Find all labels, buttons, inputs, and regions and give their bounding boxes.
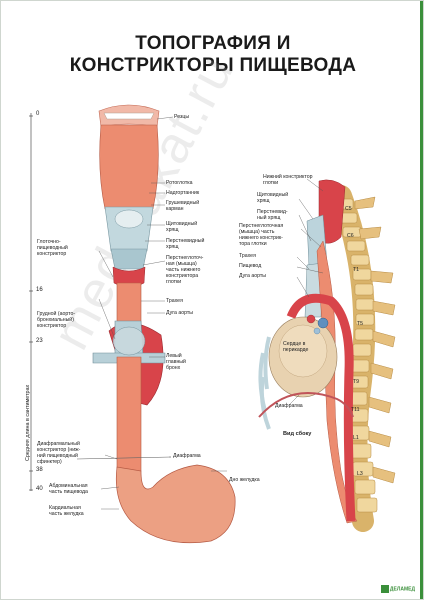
logo-mark-icon (380, 585, 389, 593)
side-view-caption: Вид сбоку (283, 431, 312, 437)
scale-ticks (29, 115, 33, 491)
side-label-cricoid: Перстневид-ный хрящ (257, 209, 288, 221)
side-label-diaphragm: Диафрагма (275, 403, 303, 409)
vertebra-t11: T11 (351, 407, 360, 413)
label-diaphragm: Диафрагма (173, 453, 201, 459)
side-view (258, 178, 396, 532)
side-label-trachea: Трахея (239, 253, 256, 259)
label-thoracic-constrictor: Грудной (аорто-бронхиальный)констриктор (37, 311, 76, 329)
front-view (76, 104, 236, 544)
label-epiglottis: Надгортанник (166, 190, 200, 196)
vertebra-c6: C6 (347, 233, 354, 239)
scale-mark-38: 38 (36, 467, 43, 473)
stomach (115, 464, 236, 544)
scale-title: Средняя длина в сантиметрах (25, 384, 31, 461)
page-title: ТОПОГРАФИЯ И КОНСТРИКТОРЫ ПИЩЕВОДА (1, 33, 423, 77)
label-stomach-fundus: Дно желудка (229, 477, 260, 483)
vertebra-t9: T9 (353, 379, 360, 385)
publisher-logo: ДЕЛАМЕД (380, 585, 415, 593)
side-label-aortic-arch: Дуга аорты (239, 273, 266, 279)
label-incisors: Резцы (174, 114, 190, 120)
vertebra-c5: C5 (345, 206, 352, 212)
vertebra-t5: T5 (357, 321, 364, 327)
scale-mark-23: 23 (36, 338, 43, 344)
scale-mark-16: 16 (36, 287, 43, 293)
spine (330, 185, 396, 532)
vertebra-l3: L3 (357, 471, 363, 477)
scale-mark-40: 40 (36, 486, 43, 492)
title-line-1: ТОПОГРАФИЯ И (135, 33, 291, 54)
side-label-esophagus: Пищевод (239, 263, 262, 269)
label-oropharynx: Ротоглотка (166, 180, 193, 186)
vertebra-l1: L1 (353, 435, 359, 441)
label-aortic-arch: Дуга аорты (166, 310, 193, 316)
title-line-2: КОНСТРИКТОРЫ ПИЩЕВОДА (69, 55, 357, 76)
logo-text: ДЕЛАМЕД (389, 586, 415, 593)
leader-lines-front (98, 116, 227, 510)
scale-mark-0: 0 (36, 111, 40, 117)
green-edge (420, 1, 423, 599)
vertebra-t1: T1 (353, 267, 360, 273)
label-trachea: Трахея (166, 298, 183, 304)
